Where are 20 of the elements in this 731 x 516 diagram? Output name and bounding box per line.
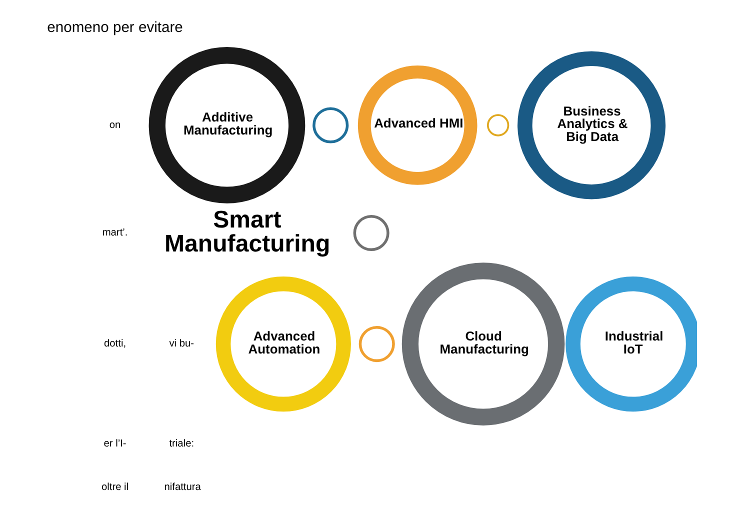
label: dotti, — [104, 338, 126, 350]
label: nifattura — [164, 482, 200, 494]
label: enomeno per evitare — [46, 20, 182, 36]
label: oltre il — [100, 482, 128, 494]
node-circle: Industrial IoT — [565, 276, 696, 412]
label: on — [108, 120, 120, 131]
label: mart’. — [102, 228, 128, 239]
node-circle: Business Analytics & Big Data — [517, 51, 666, 200]
label: er l’I- — [103, 438, 126, 450]
node-circle: Additive Manufacturing — [148, 47, 305, 204]
node-circle: Cloud Manufacturing — [401, 262, 564, 426]
node-circle — [352, 214, 389, 252]
node-circle — [486, 114, 509, 136]
node-circle: Advanced HMI — [357, 66, 477, 185]
node-circle — [312, 107, 348, 144]
label: triale: — [168, 438, 194, 450]
node-circle — [358, 326, 394, 362]
node-circle: Advanced Automation — [215, 276, 350, 412]
label: Smart Manufacturing — [164, 206, 330, 258]
label: vi bu- — [168, 338, 194, 350]
